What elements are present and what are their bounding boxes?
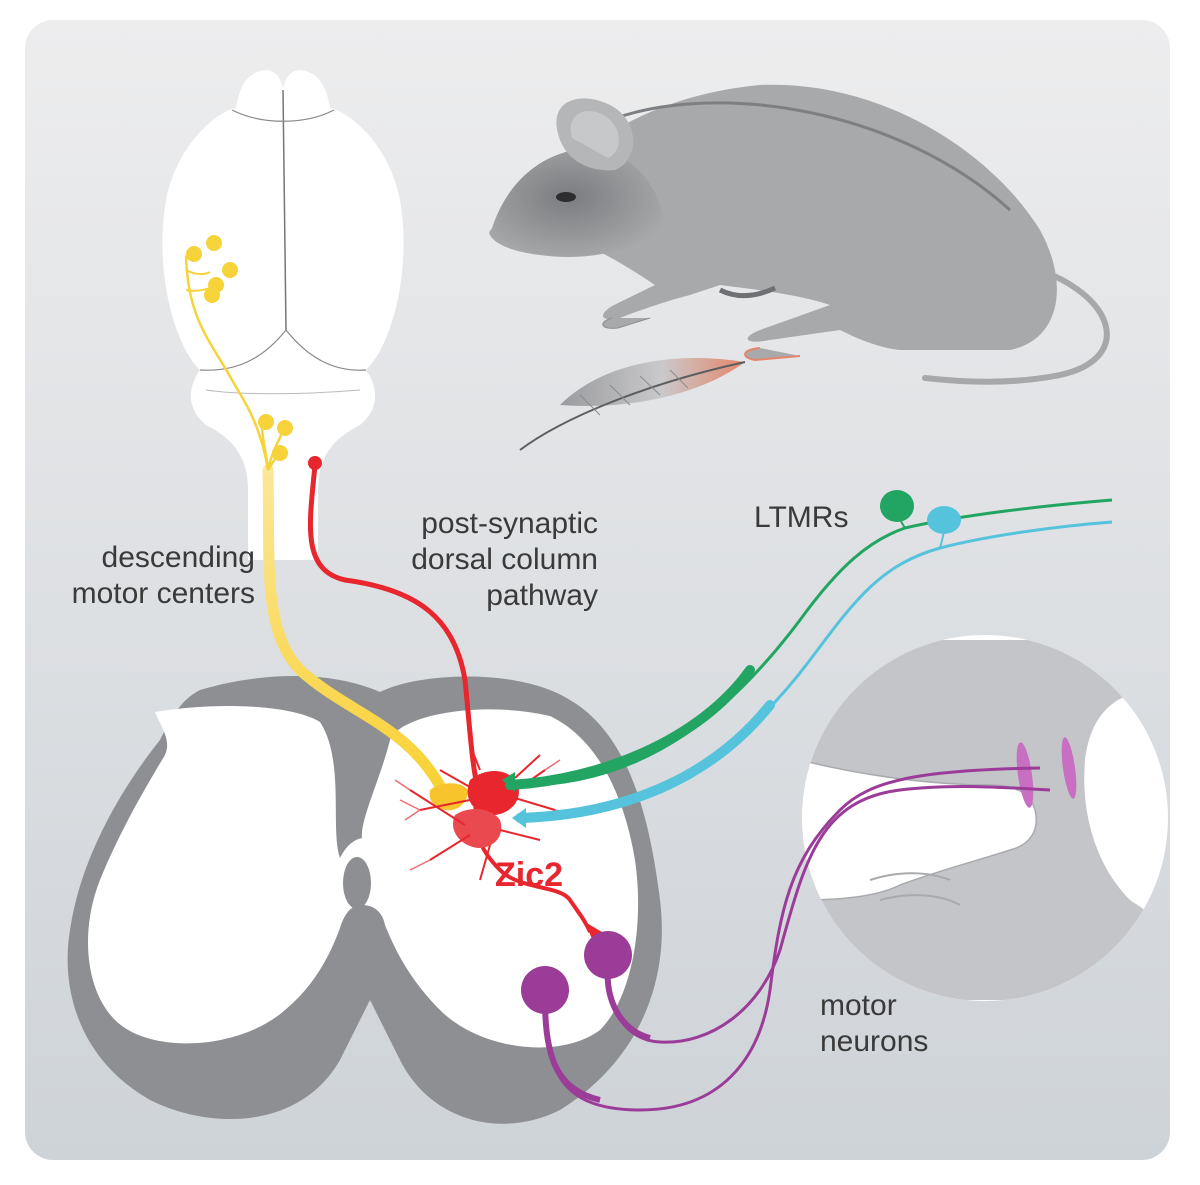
postsynaptic-pathway [307,456,602,944]
label-postsynaptic-dorsal-column: post-synaptic dorsal column pathway [411,507,598,612]
descending-pathway [184,235,468,811]
label-ltmrs: LTMRs [754,501,849,534]
mouse-icon [489,84,1110,385]
ltmr-green-pathway [502,490,1113,792]
label-zic2: Zic2 [495,856,564,894]
ltmr-green-soma [880,490,914,522]
mouse-paw-inset [802,635,1168,1001]
motor-neuron-soma-2 [521,966,569,1014]
motor-neuron-soma-1 [584,931,632,979]
ltmr-blue-pathway [512,506,1113,828]
ltmr-blue-soma [927,506,961,534]
mouse-brain-icon [162,70,404,560]
label-motor-neurons: motor neurons [820,989,929,1058]
feather-icon [519,357,746,451]
motor-neuron-pathway [521,766,1051,1112]
label-descending-motor-centers: descending motor centers [71,541,255,610]
